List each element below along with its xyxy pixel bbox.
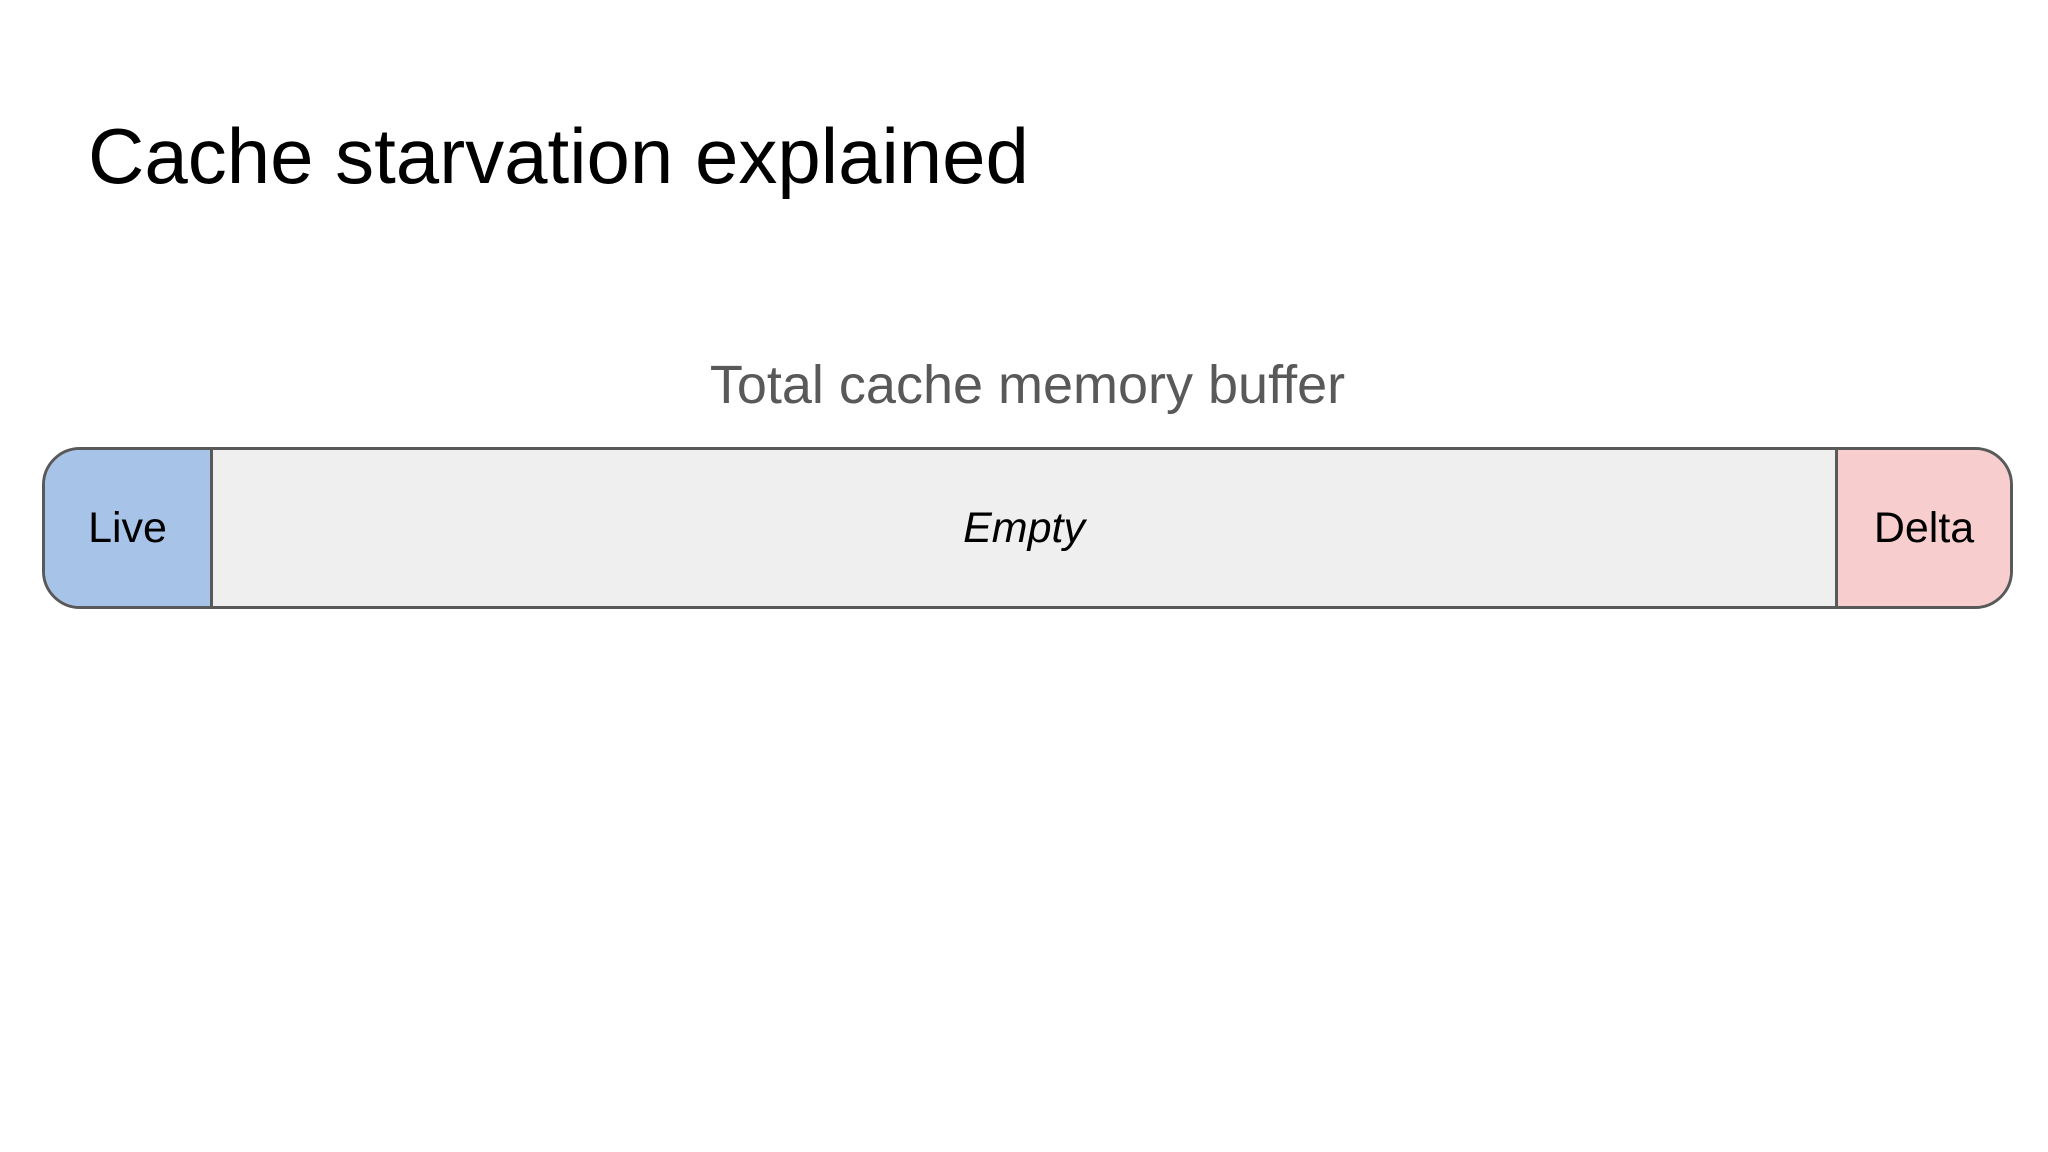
buffer-segment-delta: Delta [1835, 450, 2010, 606]
buffer-segment-live-label: Live [88, 503, 167, 552]
buffer-segment-live: Live [45, 450, 211, 606]
buffer-segment-delta-label: Delta [1873, 503, 1975, 552]
cache-buffer-bar: Live Empty Delta [42, 447, 2013, 609]
buffer-segment-empty: Empty [210, 450, 1836, 606]
cache-buffer-diagram: Total cache memory buffer Live Empty Del… [42, 352, 2013, 609]
slide-title: Cache starvation explained [88, 112, 1029, 200]
buffer-segment-empty-label: Empty [963, 503, 1085, 552]
buffer-caption: Total cache memory buffer [709, 355, 1346, 415]
